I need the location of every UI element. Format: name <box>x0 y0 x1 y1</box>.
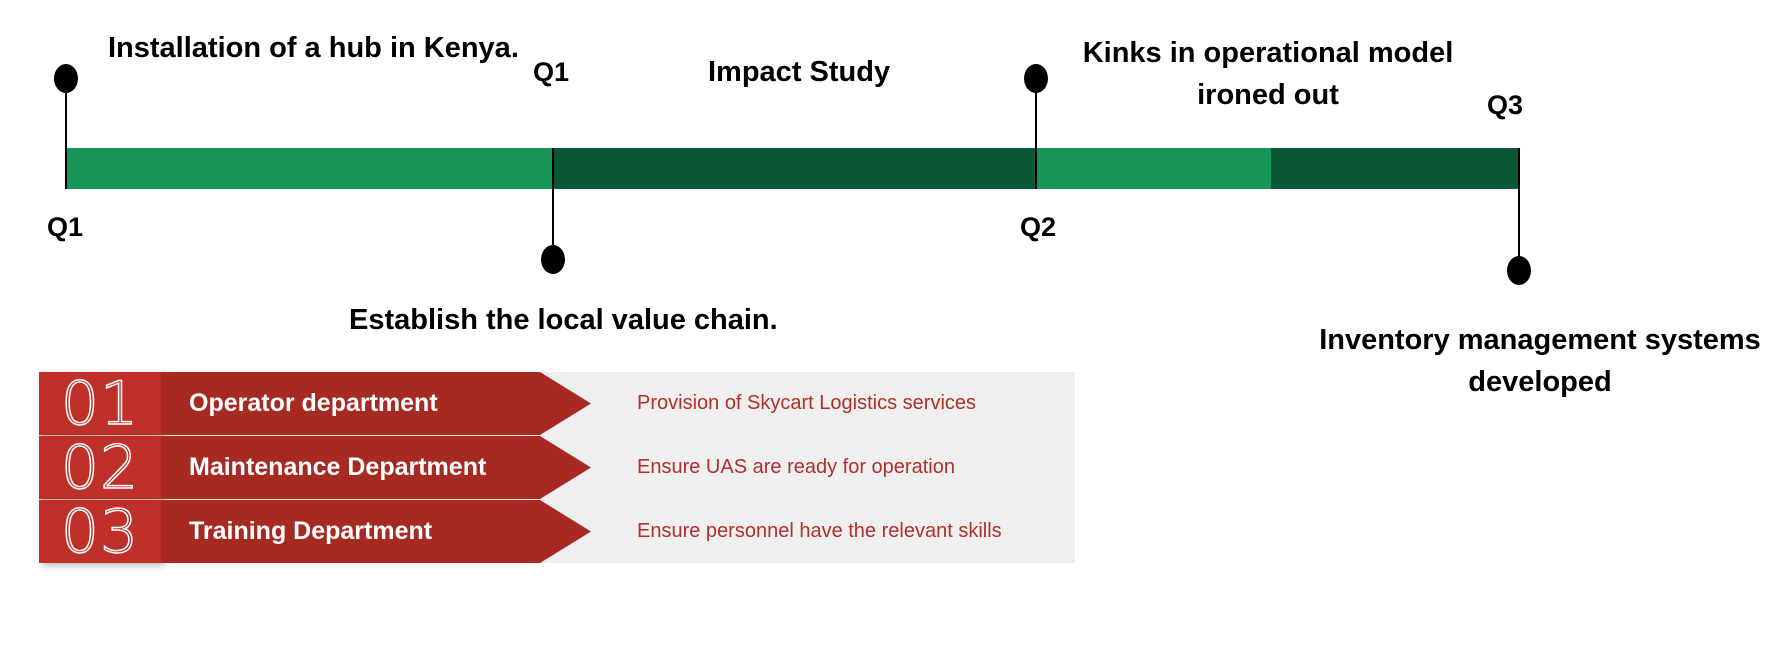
department-name: Training Department <box>189 517 433 545</box>
timeline-segment-1 <box>65 148 553 189</box>
timeline-segment-3 <box>1037 148 1271 189</box>
department-name: Operator department <box>189 389 438 417</box>
row-number-box <box>39 436 161 499</box>
milestone-value-chain: Establish the local value chain. <box>349 304 778 336</box>
milestone-hub-kenya: Installation of a hub in Kenya. <box>108 32 519 64</box>
milestone-stem-1 <box>65 78 67 189</box>
row-number-box <box>39 372 161 435</box>
milestone-marker-4 <box>1507 256 1531 285</box>
milestone-inventory-line1: Inventory management systems <box>1319 324 1761 356</box>
milestone-kinks: Kinks in operational model ironed out <box>1068 32 1468 116</box>
department-row: 01 Operator department Provision of Skyc… <box>39 368 1075 440</box>
row-number: 03 <box>60 496 140 568</box>
row-number-box <box>39 500 161 563</box>
department-description: Ensure UAS are ready for operation <box>637 456 955 478</box>
milestone-kinks-line1: Kinks in operational model <box>1082 37 1454 69</box>
milestone-kinks-line2: ironed out <box>1197 79 1339 111</box>
milestone-marker-3 <box>1024 64 1048 93</box>
milestone-inventory-line2: developed <box>1468 366 1612 398</box>
timeline-segment-2 <box>553 148 1037 189</box>
milestone-stem-3 <box>1035 78 1037 189</box>
quarter-label-start: Q1 <box>47 212 84 242</box>
row-number: 02 <box>60 432 140 504</box>
milestone-marker-1 <box>54 64 78 93</box>
milestone-stem-4 <box>1518 148 1520 272</box>
row-number: 01 <box>60 368 140 440</box>
milestone-stem-2 <box>552 148 554 260</box>
quarter-label-q2: Q2 <box>1020 212 1057 242</box>
row-arrow <box>161 436 591 499</box>
department-row: 03 Training Department Ensure personnel … <box>39 496 1075 568</box>
row-arrow <box>161 500 591 563</box>
department-description: Provision of Skycart Logistics services <box>637 392 977 414</box>
quarter-label-q1: Q1 <box>533 57 570 87</box>
milestone-impact-study: Impact Study <box>708 56 891 88</box>
row-arrow <box>161 372 591 435</box>
quarter-label-q3: Q3 <box>1487 90 1524 120</box>
department-row: 02 Maintenance Department Ensure UAS are… <box>39 432 1075 504</box>
milestone-inventory: Inventory management systems developed <box>1300 319 1780 403</box>
department-description: Ensure personnel have the relevant skill… <box>637 520 1002 542</box>
department-name: Maintenance Department <box>189 453 487 481</box>
timeline-segment-4 <box>1271 148 1519 189</box>
milestone-marker-2 <box>541 245 565 274</box>
